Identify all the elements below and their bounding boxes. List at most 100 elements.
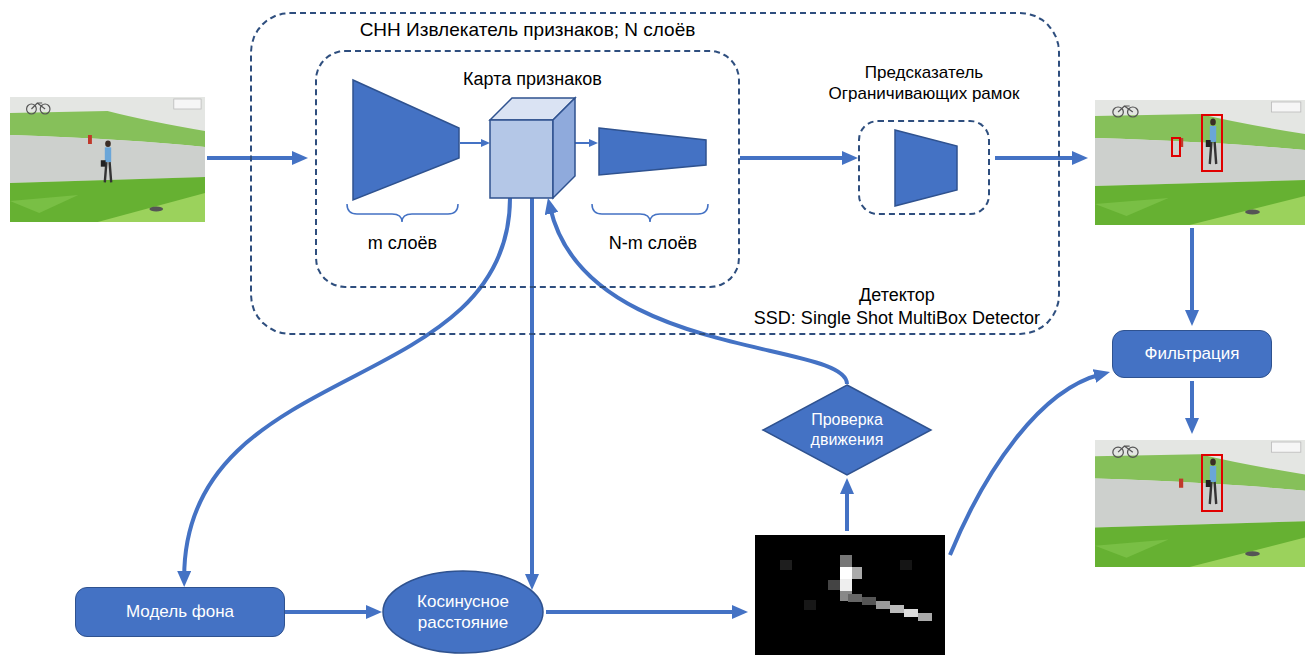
detector-region: ДетекторSSD: Single Shot MultiBox Detect… <box>250 12 1060 335</box>
heat-map <box>904 609 918 617</box>
heat-map <box>840 567 852 579</box>
node-label: SSD: Single Shot MultiBox Detector <box>754 307 1040 330</box>
layer-bracket <box>347 204 458 222</box>
detection-frame <box>1095 100 1305 225</box>
heat-map <box>804 600 816 610</box>
box-predictor: Предсказатель Ограничивающих рамок <box>858 120 990 215</box>
node-label: Косинусное расстояние <box>405 591 521 634</box>
node-outline <box>762 384 932 476</box>
process-ellipse: Косинусное расстояние <box>382 570 544 654</box>
process-box: Модель фона <box>75 587 285 637</box>
layer-trapezoid <box>599 128 706 175</box>
flow-arrow <box>207 156 298 160</box>
heat-map <box>755 535 945 655</box>
flow-arrow <box>1190 228 1194 316</box>
label-frame: N-m слоёв <box>578 232 728 255</box>
input-frame <box>10 97 205 222</box>
node-label: СНН Извлекатель признаков; N слоёв <box>277 18 778 42</box>
label-frame: Фильтрация <box>1113 331 1271 377</box>
process-box: Фильтрация <box>1112 330 1272 378</box>
detection-frame <box>1206 119 1216 165</box>
heat-map <box>828 580 840 590</box>
ellipse-shape <box>383 571 543 653</box>
connector-line <box>575 142 592 144</box>
label-frame: СНН Извлекатель признаков; N слоёв <box>277 18 778 42</box>
connector-line <box>550 208 847 384</box>
heat-map <box>852 567 862 579</box>
label-frame: ДетекторSSD: Single Shot MultiBox Detect… <box>754 284 1040 329</box>
node-label: Проверка движения <box>805 410 889 450</box>
flow-arrow <box>207 158 1192 612</box>
cube-face <box>490 120 553 198</box>
feature-extractor-region: СНН Извлекатель признаков; N слоёвm слоё… <box>315 50 740 288</box>
heat-map <box>840 555 852 567</box>
layer-block: m слоёв <box>345 78 460 253</box>
decision-diamond: Проверка движения <box>762 384 932 476</box>
node-outline <box>490 98 575 198</box>
heat-map <box>862 597 876 605</box>
node-label: Фильтрация <box>1144 343 1239 364</box>
connector-line <box>460 142 484 144</box>
heat-map <box>755 535 945 655</box>
label-frame: m слоёв <box>325 232 480 255</box>
connector-line <box>285 610 372 614</box>
layer-trapezoid <box>895 130 957 206</box>
label-frame: Косинусное расстояние <box>382 570 544 654</box>
layer-bracket <box>347 204 708 222</box>
label-frame: Модель фона <box>76 588 284 636</box>
connector-line <box>740 156 848 160</box>
flow-arrow <box>546 610 738 614</box>
connector-line <box>184 198 510 577</box>
connector-line <box>530 198 534 580</box>
result-frame <box>1095 440 1305 567</box>
heat-map <box>918 613 932 621</box>
layer-block: N-m слоёв <box>598 78 708 253</box>
layer-bracket <box>592 204 708 222</box>
connector <box>550 208 847 384</box>
feature-map: Карта признаков <box>490 98 575 198</box>
node-outline <box>382 570 544 654</box>
result-frame <box>1095 440 1305 567</box>
result-frame <box>1206 459 1216 505</box>
detection-frame <box>1095 100 1305 225</box>
cube-face <box>553 98 575 198</box>
node-label: Детектор <box>754 284 1040 307</box>
heat-map <box>876 601 890 609</box>
connector <box>575 143 592 144</box>
label-frame: Предсказатель Ограничивающих рамок <box>810 62 1038 105</box>
result-frame <box>1202 455 1222 511</box>
node-label: Карта признаков <box>430 68 635 91</box>
detection-frame <box>1172 138 1180 156</box>
node-outline <box>345 78 460 253</box>
layer-trapezoid <box>353 80 459 200</box>
heat-map <box>848 594 862 602</box>
label-frame: Проверка движения <box>762 384 932 476</box>
label-frame: Карта признаков <box>430 68 635 91</box>
node-label: Модель фона <box>126 601 234 622</box>
connector <box>184 198 510 577</box>
heat-map <box>780 560 792 570</box>
node-label: N-m слоёв <box>578 232 728 255</box>
diamond-shape <box>763 385 931 475</box>
flow-arrow <box>950 375 1100 556</box>
connector <box>740 158 848 159</box>
heat-map <box>840 579 852 591</box>
input-frame <box>10 97 205 222</box>
flow-arrow <box>995 156 1078 160</box>
connector <box>460 143 484 144</box>
flow-arrow <box>1190 381 1194 424</box>
input-frame <box>101 140 111 182</box>
node-label: Предсказатель Ограничивающих рамок <box>810 62 1038 105</box>
connector <box>285 612 372 613</box>
heat-map <box>890 605 904 613</box>
node-label: m слоёв <box>325 232 480 255</box>
heat-map <box>900 560 912 570</box>
connector <box>532 198 533 580</box>
node-outline <box>598 78 708 253</box>
node-outline <box>860 122 988 213</box>
flow-arrow <box>845 488 849 531</box>
detection-frame <box>1202 115 1222 171</box>
